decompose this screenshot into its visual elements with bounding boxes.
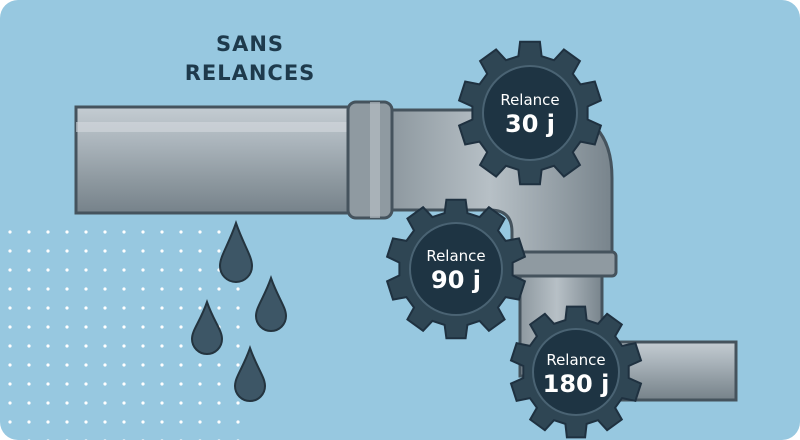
gear-label-title: Relance bbox=[500, 91, 560, 109]
gear-label-title: Relance bbox=[426, 247, 486, 265]
gear-center bbox=[532, 328, 620, 416]
gear-label-30: Relance 30 j bbox=[475, 90, 585, 138]
gear-label-days: 30 j bbox=[505, 110, 555, 138]
headline-line-2: RELANCES bbox=[184, 61, 316, 85]
water-drop bbox=[233, 344, 267, 402]
gear-30-days bbox=[457, 40, 603, 186]
gear-center bbox=[409, 222, 503, 316]
headline: SANS RELANCES bbox=[150, 30, 350, 88]
gear-center bbox=[482, 65, 578, 161]
water-drop bbox=[218, 219, 254, 283]
gear-90-days bbox=[385, 198, 527, 340]
gear-label-90: Relance 90 j bbox=[401, 246, 511, 294]
gear-label-days: 90 j bbox=[431, 266, 481, 294]
gear-label-180: Relance 180 j bbox=[521, 350, 631, 398]
water-drop bbox=[254, 274, 288, 332]
headline-line-1: SANS bbox=[215, 32, 285, 56]
gear-180-days bbox=[509, 305, 643, 439]
gear-label-days: 180 j bbox=[542, 370, 610, 398]
water-drop bbox=[190, 298, 224, 355]
gear-label-title: Relance bbox=[546, 351, 606, 369]
